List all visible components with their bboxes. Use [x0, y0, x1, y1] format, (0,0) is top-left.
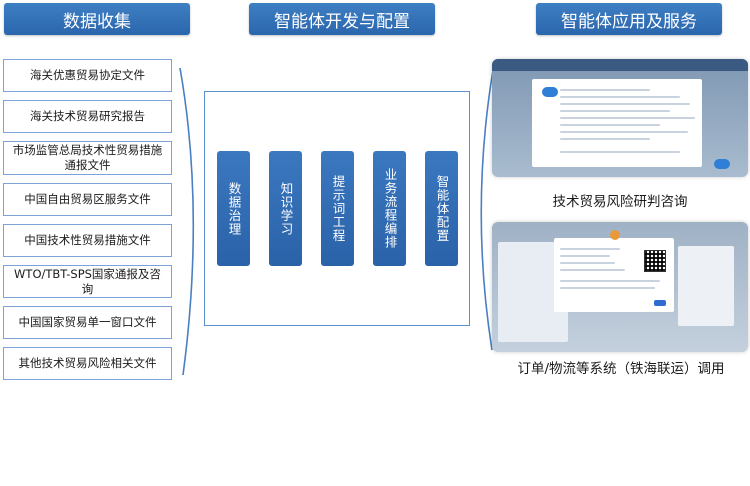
- right-side-panel: [678, 246, 734, 326]
- step-prompt-engineering: 提示词工程: [321, 151, 354, 266]
- document-item: 其他技术贸易风险相关文件: [3, 347, 172, 380]
- assistant-avatar-icon: [610, 230, 620, 240]
- document-item: 中国技术性贸易措施文件: [3, 224, 172, 257]
- document-item: 海关技术贸易研究报告: [3, 100, 172, 133]
- document-item: 中国国家贸易单一窗口文件: [3, 306, 172, 339]
- service-caption-system-call: 订单/物流等系统（铁海联运）调用: [492, 357, 750, 377]
- step-agent-configuration: 智能体配置: [425, 151, 458, 266]
- assistant-float-icon: [714, 159, 730, 169]
- document-item: WTO/TBT-SPS国家通报及咨询: [3, 265, 172, 298]
- service-caption-risk-consulting: 技术贸易风险研判咨询: [520, 190, 720, 210]
- header-data-collection: 数据收集: [4, 3, 190, 35]
- assistant-avatar-icon: [542, 87, 558, 97]
- step-knowledge-learning: 知识学习: [269, 151, 302, 266]
- chat-panel: [532, 79, 702, 167]
- right-connector-curve: [480, 69, 494, 351]
- screenshot-risk-consulting: [492, 59, 748, 177]
- header-agent-application: 智能体应用及服务: [536, 3, 722, 35]
- step-data-governance: 数据治理: [217, 151, 250, 266]
- qr-code-icon: [644, 250, 666, 272]
- screenshot-system-call: [492, 222, 748, 352]
- left-connector-curve: [179, 67, 195, 376]
- step-workflow-orchestration: 业务流程编排: [373, 151, 406, 266]
- document-item: 市场监管总局技术性贸易措施通报文件: [3, 141, 172, 175]
- document-item: 海关优惠贸易协定文件: [3, 59, 172, 92]
- dialog-panel: [554, 238, 674, 312]
- dialog-confirm-button[interactable]: [654, 300, 666, 306]
- header-agent-development: 智能体开发与配置: [249, 3, 435, 35]
- document-item: 中国自由贸易区服务文件: [3, 183, 172, 216]
